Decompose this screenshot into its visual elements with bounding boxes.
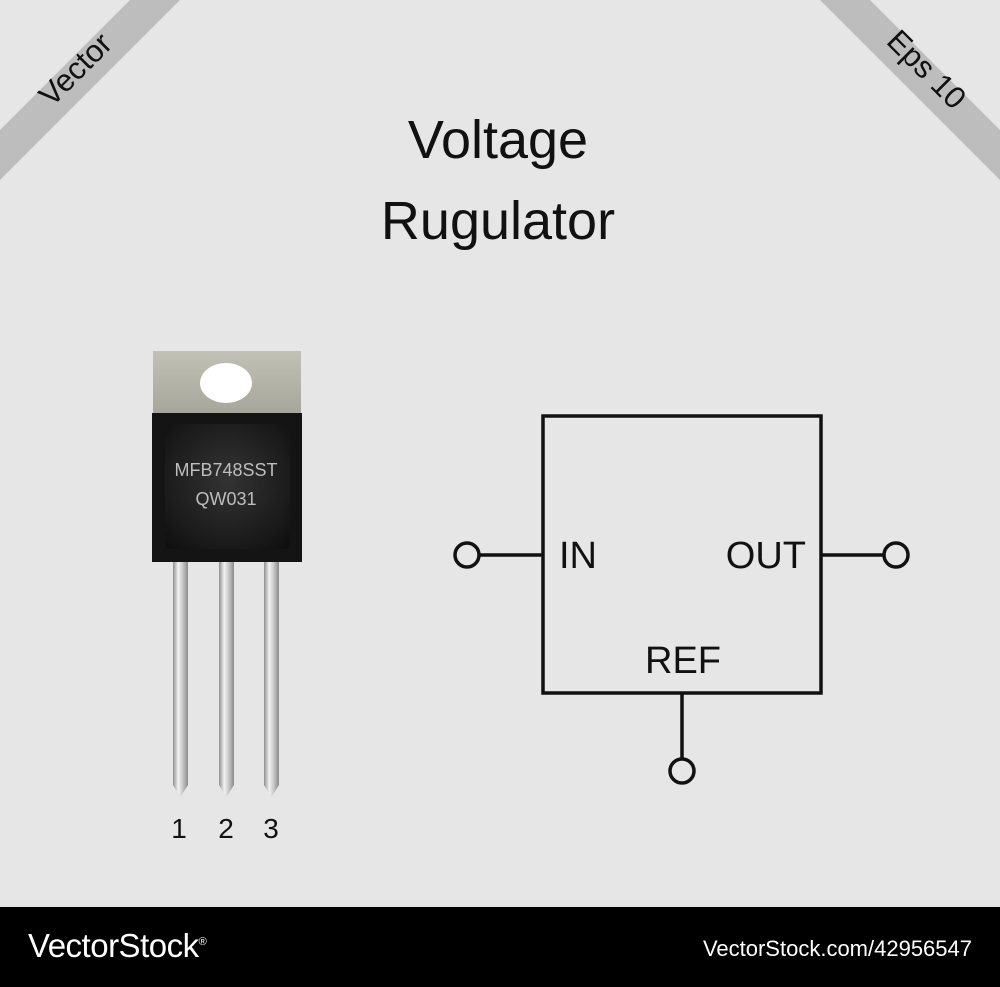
- footer-brand-name: VectorStock: [28, 927, 199, 964]
- to220-component: MFB748SST QW031 1 2 3: [152, 351, 302, 844]
- footer-brand: VectorStock®: [28, 927, 207, 965]
- reference-terminal: [668, 757, 696, 785]
- corner-ribbon-right: Eps 10: [820, 0, 1000, 180]
- footer-brand-mark: ®: [198, 936, 207, 948]
- part-marking-2: QW031: [195, 489, 256, 509]
- input-label: IN: [559, 535, 597, 577]
- pin-label-3: 3: [263, 813, 279, 844]
- diagram-svg: Vector Eps 10 Voltage Rugulator MFB748SS…: [0, 0, 1000, 844]
- reference-label: REF: [645, 640, 721, 682]
- pin-1: [173, 562, 188, 797]
- title-line-1: Voltage: [408, 110, 588, 170]
- output-terminal: [882, 541, 910, 569]
- mounting-hole: [200, 363, 252, 403]
- watermark-footer: VectorStock® VectorStock.com/42956547: [0, 907, 1000, 987]
- pin-3: [264, 562, 279, 797]
- ribbon-left-band: [0, 0, 180, 180]
- pin-label-2: 2: [218, 813, 234, 844]
- pin-2: [219, 562, 234, 797]
- title-line-2: Rugulator: [381, 191, 615, 251]
- component-face: [165, 424, 290, 549]
- footer-image-id: VectorStock.com/42956547: [702, 936, 972, 961]
- part-marking-1: MFB748SST: [174, 460, 277, 480]
- schematic-symbol: [453, 414, 910, 785]
- input-terminal: [453, 541, 481, 569]
- pin-label-1: 1: [171, 813, 187, 844]
- corner-ribbon-left: Vector: [0, 0, 180, 180]
- ribbon-right-band: [820, 0, 1000, 180]
- output-label: OUT: [726, 535, 806, 577]
